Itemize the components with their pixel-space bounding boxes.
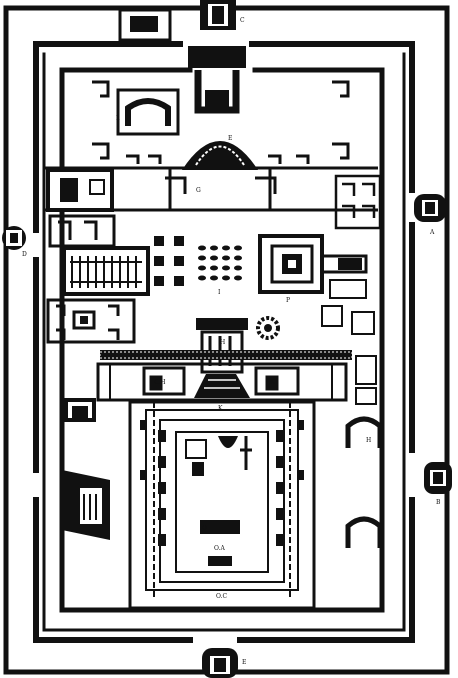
central-stair: [194, 374, 250, 398]
label-court-center: I: [218, 289, 221, 296]
wheel-ornament: [256, 316, 280, 340]
pillar-rows: [140, 420, 304, 546]
east-outer-gate-lower: [424, 462, 452, 494]
main-court-frame: [96, 362, 348, 402]
label-hall-upper-left: h: [116, 115, 120, 122]
label-altar-mark: P: [286, 297, 290, 304]
label-lower-a: O: [202, 525, 207, 532]
label-stage-mark: H: [220, 339, 225, 346]
inner-ring: [42, 52, 406, 632]
inner-wall: [59, 67, 385, 613]
central-dome: [182, 141, 258, 170]
altar-square: [258, 234, 368, 294]
label-stair-mark: K: [218, 405, 223, 412]
label-left-hall-b: K: [270, 379, 275, 386]
label-gate-west: D: [22, 251, 27, 258]
terrace-band: [99, 350, 353, 360]
upper-left-hall: [116, 88, 180, 136]
east-outer-gate: [414, 194, 446, 222]
lower-court: [128, 400, 316, 610]
label-court-mark: G: [196, 187, 201, 194]
label-left-hall-a: C.H: [154, 379, 166, 386]
east-small-marks: [355, 355, 377, 405]
west-middle-block: [48, 214, 150, 296]
pavilion-marks: [92, 80, 350, 160]
west-lower-hall: [62, 398, 110, 540]
dome-side-buildings: [126, 154, 310, 164]
central-unit-grid: [154, 236, 242, 286]
north-gatehouse: [118, 0, 236, 42]
west-gate-building: [46, 168, 114, 212]
label-gate-east: A: [429, 229, 435, 236]
label-dome-mark: E: [228, 135, 232, 142]
label-gate-east-lower: B: [436, 499, 441, 506]
plan-labels: C E A B D h G E P I H K C.H K O.A O.C O …: [22, 17, 441, 666]
inner-court-elements: [185, 436, 252, 566]
second-wall: [33, 41, 415, 643]
north-entrance-hall: [188, 46, 246, 114]
label-lower-b: H: [366, 437, 371, 444]
label-gate-north: C: [240, 17, 245, 24]
east-shrine-marks: [321, 279, 375, 335]
south-gatehouse: [202, 648, 238, 678]
label-bottom-mark: O.C: [216, 593, 227, 600]
west-lower-block: [46, 298, 136, 344]
west-outer-gate: [2, 226, 26, 250]
label-gate-south: E: [242, 659, 246, 666]
east-lower-halls: [345, 416, 383, 548]
east-rooms: [334, 174, 382, 230]
label-lower-court-mark: O.A: [214, 545, 225, 552]
